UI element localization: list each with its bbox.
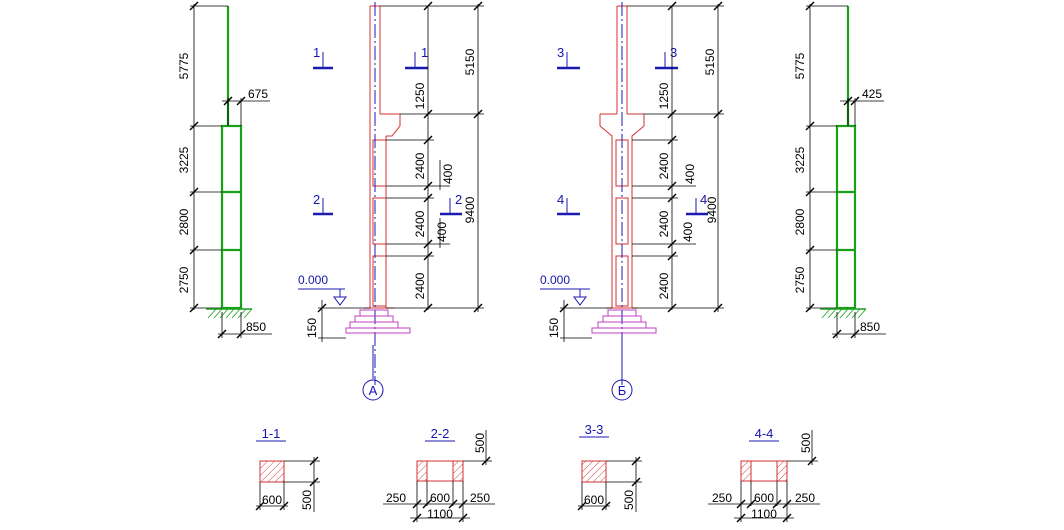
section-title-1-1: 1-1 [262,426,281,441]
sec2-dim-600: 600 [430,491,450,505]
dim-b-5150: 5150 [703,48,717,75]
section-title-3-3: 3-3 [585,422,604,437]
right-dim-2750: 2750 [793,266,807,293]
sec4-dim-250-right: 250 [795,491,815,505]
section-1-1: 1-1 600 500 [255,426,320,512]
dim-a-9400: 9400 [463,196,477,223]
section-mark-1-right: 1 [421,45,428,60]
sec4-dim-600: 600 [754,491,774,505]
sec4-dim-1100: 1100 [751,507,777,521]
dim-a-5150: 5150 [463,48,477,75]
section-title-4-4: 4-4 [755,426,774,441]
sec3-dim-500: 500 [622,490,636,510]
dim-a-400-2: 400 [435,222,449,242]
right-dim-5775: 5775 [793,52,807,79]
level-b: 0.000 [540,273,570,287]
dim-b-400-1: 400 [683,164,697,184]
left-dim-850: 850 [246,320,266,334]
left-dim-675: 675 [248,87,268,101]
section-2-2: 2-2 500 250 600 250 1100 [383,426,495,523]
dim-b-2400-1: 2400 [657,152,671,179]
dim-b-400-2: 400 [681,222,695,242]
left-steel-view: 5775 3225 2800 2750 675 850 [177,1,272,339]
level-a: 0.000 [298,273,328,287]
right-steel-view: 5775 3225 2800 2750 425 850 [793,1,886,339]
sec2-dim-250-left: 250 [386,491,406,505]
column-b-elevation: Б 0.000 3 3 4 4 [540,1,724,401]
right-dim-850: 850 [860,320,880,334]
section-mark-4-left: 4 [557,192,564,207]
dim-a-2400-2: 2400 [413,210,427,237]
column-a-elevation: А 0.000 1 1 2 2 [298,1,484,401]
right-dim-3225: 3225 [793,146,807,173]
sec4-dim-250-left: 250 [712,491,732,505]
sec2-dim-500: 500 [473,433,487,453]
right-dim-2800: 2800 [793,208,807,235]
dim-a-1250: 1250 [413,82,427,109]
sec1-dim-500: 500 [300,490,314,510]
dim-a-2400-1: 2400 [413,152,427,179]
section-3-3: 3-3 600 500 [577,422,642,512]
sec2-dim-250-right: 250 [470,491,490,505]
section-4-4: 4-4 500 250 600 250 1100 [708,426,820,523]
axis-label-a: А [369,383,378,398]
dim-a-150: 150 [305,318,319,338]
left-dim-2750: 2750 [177,266,191,293]
section-mark-1-left: 1 [313,45,320,60]
section-mark-4-right: 4 [700,192,707,207]
left-dim-3225: 3225 [177,146,191,173]
dim-b-2400-2: 2400 [657,210,671,237]
section-mark-2-right: 2 [455,192,462,207]
dim-a-400-1: 400 [441,164,455,184]
sec2-dim-1100: 1100 [427,507,453,521]
dim-b-150: 150 [547,318,561,338]
section-mark-3-left: 3 [557,45,564,60]
right-dim-425: 425 [862,87,882,101]
dim-b-9400: 9400 [705,196,719,223]
left-dim-5775: 5775 [177,52,191,79]
dim-b-2400-3: 2400 [657,272,671,299]
axis-label-b: Б [618,383,627,398]
sec1-dim-600: 600 [262,493,282,507]
sec4-dim-500: 500 [799,433,813,453]
sec3-dim-600: 600 [584,493,604,507]
left-dim-2800: 2800 [177,208,191,235]
section-mark-3-right: 3 [670,45,677,60]
section-mark-2-left: 2 [313,192,320,207]
dim-b-1250: 1250 [657,82,671,109]
dim-a-2400-3: 2400 [413,272,427,299]
section-title-2-2: 2-2 [431,426,450,441]
